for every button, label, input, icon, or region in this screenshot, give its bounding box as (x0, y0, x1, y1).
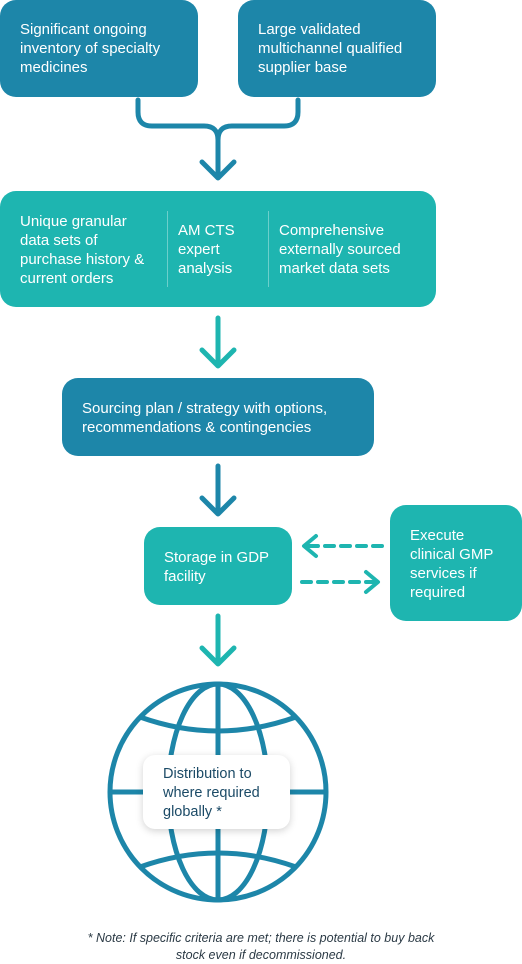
storage-label: Storage in GDP facility (164, 549, 270, 585)
down-arrow-icon (199, 133, 237, 181)
sourcing-plan-box: Sourcing plan / strategy with options, r… (62, 378, 374, 456)
supplier-box: Large validated multichannel qualified s… (238, 0, 436, 97)
execute-box: Execute clinical GMP services if require… (390, 505, 522, 621)
inventory-box: Significant ongoing inventory of special… (0, 0, 198, 97)
divider (167, 211, 168, 287)
down-arrow-icon (199, 463, 237, 517)
divider (268, 211, 269, 287)
sourcing-label: Sourcing plan / strategy with options, r… (82, 400, 328, 436)
execute-label: Execute clinical GMP services if require… (410, 527, 494, 601)
down-arrow-icon (199, 315, 237, 369)
footnote: * Note: If specific criteria are met; th… (87, 931, 435, 962)
inventory-label: Significant ongoing inventory of special… (20, 21, 161, 76)
down-arrow-icon (199, 613, 237, 667)
supplier-label: Large validated multichannel qualified s… (258, 21, 403, 76)
data-sources-box: Unique granular data sets of purchase hi… (0, 191, 436, 307)
distribution-label: Distribution to where required globally … (143, 755, 290, 829)
dashed-arrow-right-icon (300, 570, 380, 594)
storage-box: Storage in GDP facility (144, 527, 292, 605)
expert-label: AM CTS expert analysis (178, 222, 235, 277)
data-sets-label: Unique granular data sets of purchase hi… (20, 213, 145, 287)
market-label: Comprehensive externally sourced market … (279, 222, 401, 277)
dashed-arrow-left-icon (302, 534, 384, 558)
